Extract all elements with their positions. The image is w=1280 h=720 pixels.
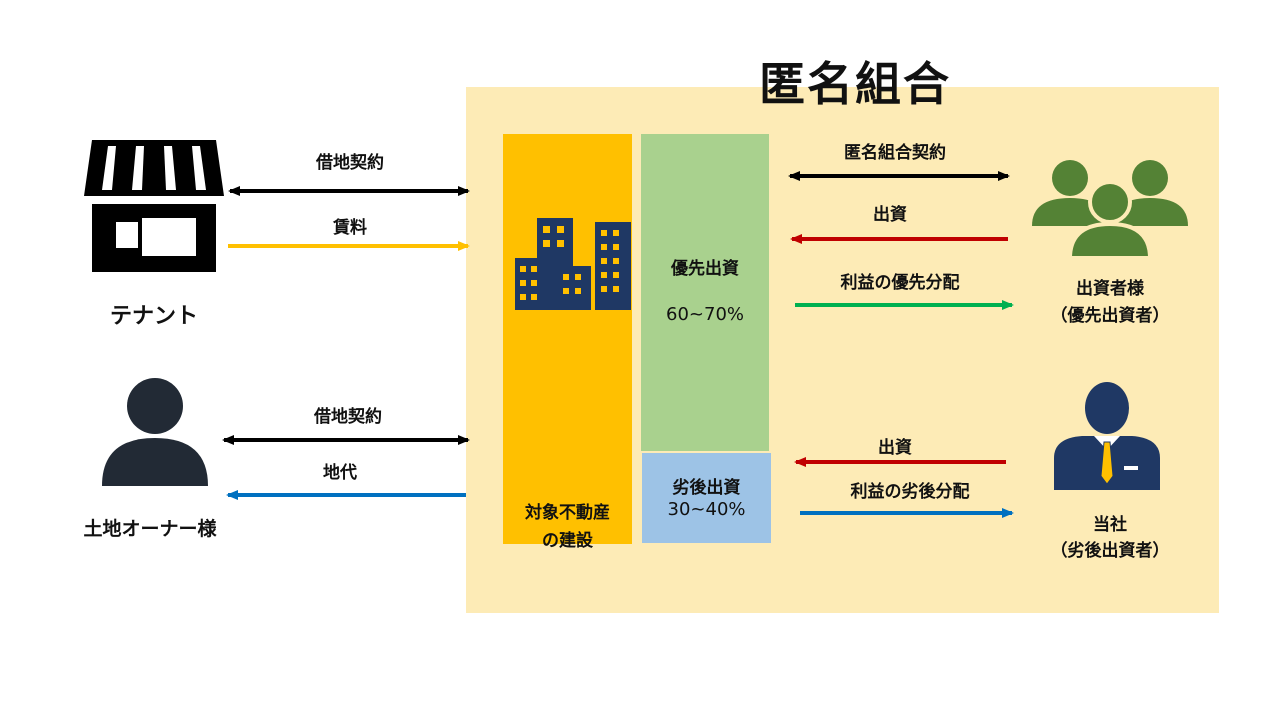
- owner-label: 土地オーナー様: [83, 518, 217, 540]
- junior-investment-ratio: 30~40%: [667, 499, 746, 520]
- owner-lease-label: 借地契約: [314, 407, 382, 427]
- investor-investment-label: 出資: [873, 205, 907, 225]
- investors-label-line1: 出資者様: [1076, 279, 1144, 299]
- junior-investment-box: 劣後出資 30~40%: [642, 453, 771, 543]
- senior-investment-box: 優先出資 60~70%: [641, 134, 769, 451]
- company-label-line2: （劣後出資者）: [1050, 541, 1170, 561]
- owner-ground-rent-label: 地代: [323, 463, 357, 483]
- junior-investment-label: 劣後出資: [672, 478, 741, 498]
- property-box: 対象不動産 の建設: [503, 134, 632, 551]
- property-label-line1: 対象不動産: [525, 503, 610, 523]
- group-icon: [1032, 160, 1188, 258]
- tenant-label: テナント: [109, 304, 198, 329]
- buildings-icon: [515, 218, 631, 310]
- person-icon: [102, 378, 208, 486]
- senior-investment-ratio: 60~70%: [666, 304, 744, 325]
- scheme-title: 匿名組合: [759, 57, 951, 111]
- investor-contract-label: 匿名組合契約: [844, 143, 946, 163]
- tenant-rent-label: 賃料: [333, 218, 367, 238]
- investors-label-line2: （優先出資者）: [1050, 306, 1170, 326]
- businessman-icon: [1054, 382, 1160, 490]
- company-label-line1: 当社: [1093, 515, 1127, 535]
- company-distribution-label: 利益の劣後分配: [850, 482, 970, 502]
- senior-investment-label: 優先出資: [671, 259, 739, 279]
- property-label-line2: の建設: [542, 531, 593, 551]
- investor-distribution-label: 利益の優先分配: [840, 273, 960, 293]
- company-investment-label: 出資: [878, 438, 912, 458]
- tenant-lease-label: 借地契約: [316, 153, 384, 173]
- store-icon: [84, 140, 224, 272]
